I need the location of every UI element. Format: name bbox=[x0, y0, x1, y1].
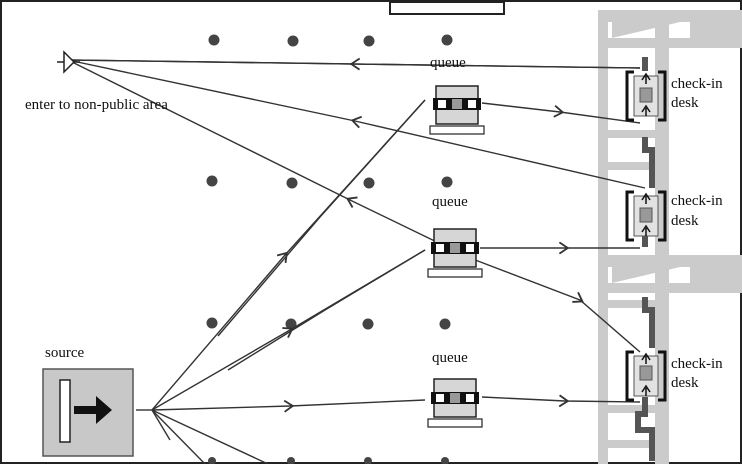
check-in-desk-icon[interactable] bbox=[625, 190, 667, 242]
belt bbox=[635, 57, 655, 461]
check-in-desk-icon[interactable] bbox=[625, 350, 667, 402]
desk-label: check-in bbox=[671, 76, 723, 92]
queue-label: queue bbox=[432, 194, 468, 210]
top-door bbox=[389, 1, 505, 15]
flow-lines bbox=[67, 57, 646, 464]
arrow-right-icon bbox=[74, 396, 112, 424]
desk-label: check-in bbox=[671, 193, 723, 209]
queue-icon[interactable] bbox=[427, 228, 483, 278]
desk-label: check-in bbox=[671, 356, 723, 372]
desk-label: desk bbox=[671, 213, 699, 229]
grid-dots bbox=[206, 34, 453, 464]
exit-node-icon bbox=[57, 50, 80, 74]
exit-label: enter to non-public area bbox=[25, 97, 168, 113]
source-block[interactable] bbox=[42, 368, 134, 457]
queue-icon[interactable] bbox=[429, 85, 485, 135]
check-in-desk-icon[interactable] bbox=[625, 70, 667, 122]
source-label: source bbox=[45, 345, 85, 361]
desk-label: desk bbox=[671, 375, 699, 391]
queue-icon[interactable] bbox=[427, 378, 483, 428]
queue-label: queue bbox=[432, 350, 468, 366]
terminal-structure bbox=[598, 10, 742, 464]
queue-label: queue bbox=[430, 55, 466, 71]
desk-label: desk bbox=[671, 95, 699, 111]
